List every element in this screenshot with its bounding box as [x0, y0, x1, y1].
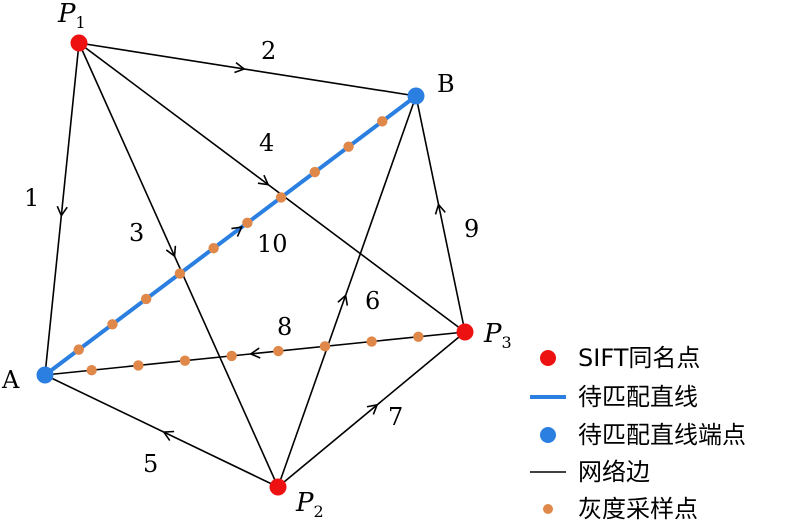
- point-label-p3: P3: [483, 319, 512, 352]
- edge-arrow-5: [162, 430, 175, 441]
- sample-point: [73, 344, 84, 355]
- sample-point: [366, 336, 377, 347]
- edge-label-7: 7: [388, 403, 403, 431]
- legend: SIFT同名点 待匹配直线 待匹配直线端点 网络边 灰度采样点: [530, 344, 746, 523]
- point-label-a: A: [1, 366, 20, 394]
- node-p1: [70, 34, 88, 52]
- edge-arrow-6: [337, 293, 349, 306]
- sample-point: [133, 360, 144, 371]
- sample-point: [343, 141, 354, 152]
- legend-sift-marker: [540, 350, 556, 366]
- sample-point: [319, 341, 331, 352]
- edge-label-5: 5: [143, 450, 158, 478]
- edge-2: [78, 42, 417, 97]
- node-a: [36, 366, 54, 384]
- point-label-p2: P2: [295, 488, 324, 521]
- sample-point: [377, 116, 388, 127]
- sample-point: [275, 192, 287, 203]
- labels-layer: 1 2 3 4 5 6 7 8 9 10 P1 P2 P3 A B: [1, 0, 512, 521]
- edges-layer: [43, 42, 466, 488]
- edge-arrow-9: [434, 202, 446, 215]
- edge-arrow-2: [234, 62, 246, 74]
- edge-arrow-8: [249, 347, 261, 359]
- legend-line-label: 待匹配直线: [578, 383, 698, 411]
- node-p3: [456, 323, 474, 341]
- edge-arrow-7: [366, 403, 379, 415]
- edge-label-8: 8: [277, 313, 292, 341]
- edge-label-1: 1: [24, 184, 39, 212]
- legend-edge-label: 网络边: [578, 458, 650, 486]
- edge-9: [415, 95, 466, 333]
- edge-4: [78, 42, 466, 333]
- nodes-layer: [36, 34, 474, 496]
- edge-label-3: 3: [129, 219, 144, 247]
- sample-point: [179, 355, 191, 366]
- legend-sample-marker: [543, 504, 553, 514]
- edge-arrow-10: [231, 226, 243, 237]
- legend-sample-label: 灰度采样点: [578, 495, 698, 523]
- edge-label-9: 9: [464, 215, 479, 243]
- node-p2: [269, 478, 287, 496]
- edge-label-6: 6: [365, 287, 380, 315]
- sample-point: [86, 365, 97, 376]
- sample-point: [226, 350, 237, 362]
- edge-label-10: 10: [257, 230, 288, 258]
- sample-point: [140, 293, 152, 305]
- edge-8: [44, 331, 466, 376]
- point-label-p1: P1: [57, 0, 86, 32]
- sample-point: [309, 166, 321, 178]
- sample-point: [174, 268, 186, 279]
- samples-layer: [73, 116, 424, 376]
- edge-label-2: 2: [261, 37, 276, 65]
- edge-5: [44, 374, 279, 488]
- sample-point: [242, 217, 253, 229]
- edge-arrow-3: [165, 245, 177, 258]
- sample-point: [208, 242, 219, 254]
- edge-10: [43, 94, 418, 377]
- edge-arrow-4: [257, 174, 270, 186]
- edge-arrow-1: [56, 205, 68, 218]
- legend-endpoint-marker: [540, 427, 556, 443]
- edge-7: [277, 331, 466, 488]
- legend-endpoint-label: 待匹配直线端点: [578, 421, 746, 449]
- point-label-b: B: [437, 70, 455, 98]
- sample-point: [273, 345, 284, 357]
- node-b: [407, 87, 425, 105]
- edge-1: [44, 42, 80, 376]
- legend-sift-label: SIFT同名点: [578, 344, 700, 372]
- sample-point: [107, 319, 118, 330]
- edge-label-4: 4: [259, 129, 274, 157]
- edge-6: [277, 95, 417, 488]
- edge-3: [78, 42, 279, 488]
- sample-point: [413, 331, 424, 342]
